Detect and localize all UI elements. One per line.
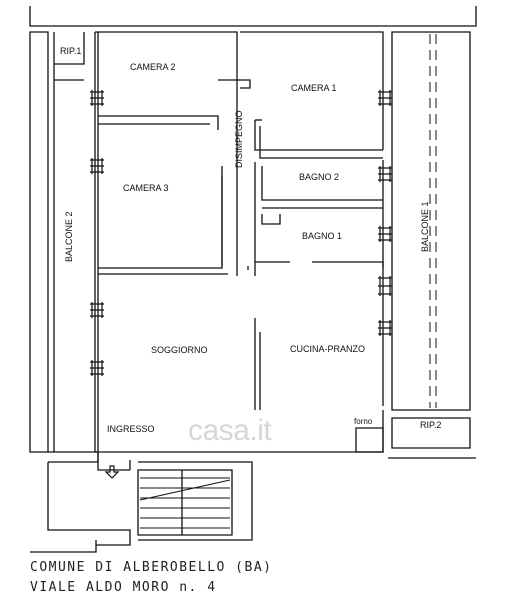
label-bagno1: BAGNO 1 (302, 231, 342, 241)
balcony-railing (429, 34, 437, 408)
forno-box (355, 427, 384, 453)
caption-line-1: COMUNE DI ALBEROBELLO (BA) (30, 560, 273, 575)
label-rip2: RIP.2 (420, 420, 441, 430)
label-balcone2: BALCONE 2 (64, 211, 74, 262)
walls (29, 6, 477, 553)
caption-line-2: VIALE ALDO MORO n. 4 (30, 580, 217, 595)
windows (90, 90, 392, 376)
label-cucina: CUCINA-PRANZO (290, 344, 365, 354)
label-camera2: CAMERA 2 (130, 62, 176, 72)
entrance-arrow-icon (104, 465, 120, 479)
label-bagno2: BAGNO 2 (299, 172, 339, 182)
label-ingresso: INGRESSO (107, 424, 155, 434)
label-forno: forno (354, 417, 373, 426)
label-soggiorno: SOGGIORNO (151, 345, 208, 355)
label-balcone1: BALCONE 1 (420, 201, 430, 252)
label-camera1: CAMERA 1 (291, 83, 337, 93)
right-balcony (391, 31, 471, 411)
rip2-box (391, 417, 471, 449)
label-camera3: CAMERA 3 (123, 183, 169, 193)
label-disimpegno: DISIMPEGNO (234, 110, 244, 168)
left-wall-block (29, 31, 49, 453)
watermark-logo: casa.it (188, 414, 272, 447)
label-rip1: RIP.1 (60, 46, 81, 56)
